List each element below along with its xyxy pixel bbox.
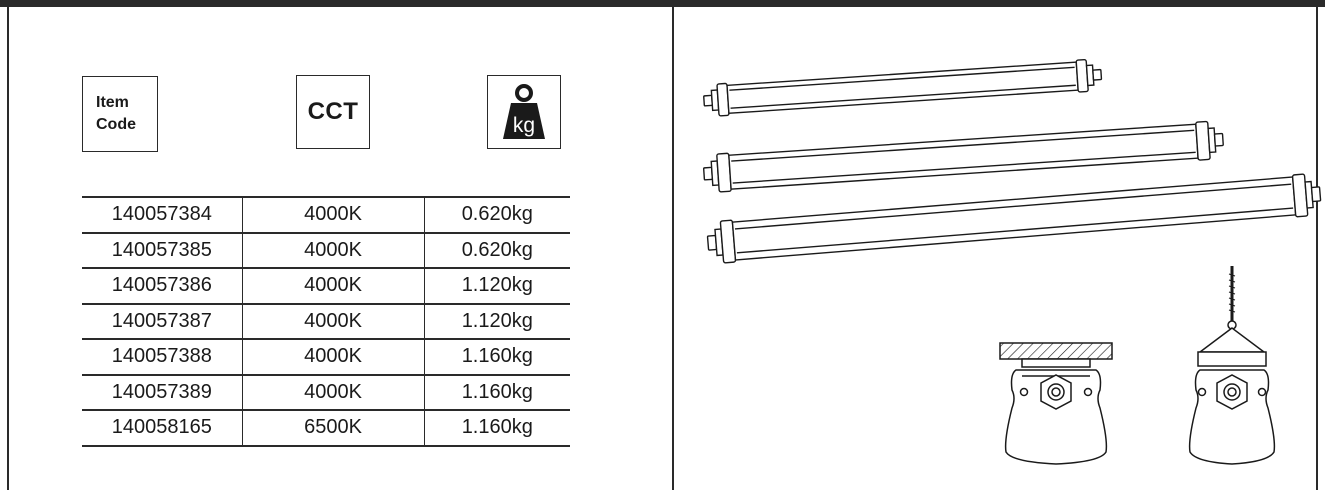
weight-cell: 1.160kg bbox=[424, 373, 570, 410]
short-luminaire bbox=[703, 58, 1103, 117]
item-code-cell: 140057387 bbox=[82, 302, 243, 339]
medium-luminaire bbox=[702, 120, 1224, 193]
cct-header-label: CCT bbox=[307, 98, 359, 125]
weight-cell: 1.160kg bbox=[424, 338, 570, 375]
weight-cell: 1.120kg bbox=[424, 302, 570, 339]
cct-cell: 4000K bbox=[241, 196, 425, 233]
top-border bbox=[0, 0, 1325, 7]
item-code-cell: 140057386 bbox=[82, 267, 243, 304]
cct-cell: 4000K bbox=[241, 302, 425, 339]
right-border bbox=[1316, 7, 1318, 490]
cct-cell: 4000K bbox=[241, 338, 425, 375]
long-luminaire bbox=[706, 173, 1322, 264]
cct-cell: 4000K bbox=[241, 373, 425, 410]
cct-cell: 6500K bbox=[241, 409, 425, 447]
item-code-cell: 140057385 bbox=[82, 231, 243, 268]
item-code-header: Item Code bbox=[82, 76, 158, 152]
weight-cell: 0.620kg bbox=[424, 196, 570, 233]
left-border bbox=[7, 7, 9, 490]
weight-cell: 1.120kg bbox=[424, 267, 570, 304]
center-divider bbox=[672, 7, 674, 490]
item-code-header-line1: Item bbox=[96, 94, 129, 111]
suspension-mount-bracket bbox=[1188, 266, 1276, 465]
item-code-cell: 140058165 bbox=[82, 409, 243, 447]
weight-cell: 1.160kg bbox=[424, 409, 570, 447]
weight-cell: 0.620kg bbox=[424, 231, 570, 268]
ceiling-mount-bracket bbox=[999, 342, 1113, 465]
cct-cell: 4000K bbox=[241, 267, 425, 304]
weight-icon-label: kg bbox=[513, 114, 535, 137]
item-code-cell: 140057384 bbox=[82, 196, 243, 233]
item-code-cell: 140057388 bbox=[82, 338, 243, 375]
weight-kg-icon: kg bbox=[503, 84, 545, 139]
weight-header: kg bbox=[487, 75, 561, 149]
item-code-header-line2: Code bbox=[96, 116, 136, 133]
cct-header: CCT bbox=[296, 75, 370, 149]
cct-cell: 4000K bbox=[241, 231, 425, 268]
item-code-cell: 140057389 bbox=[82, 373, 243, 410]
